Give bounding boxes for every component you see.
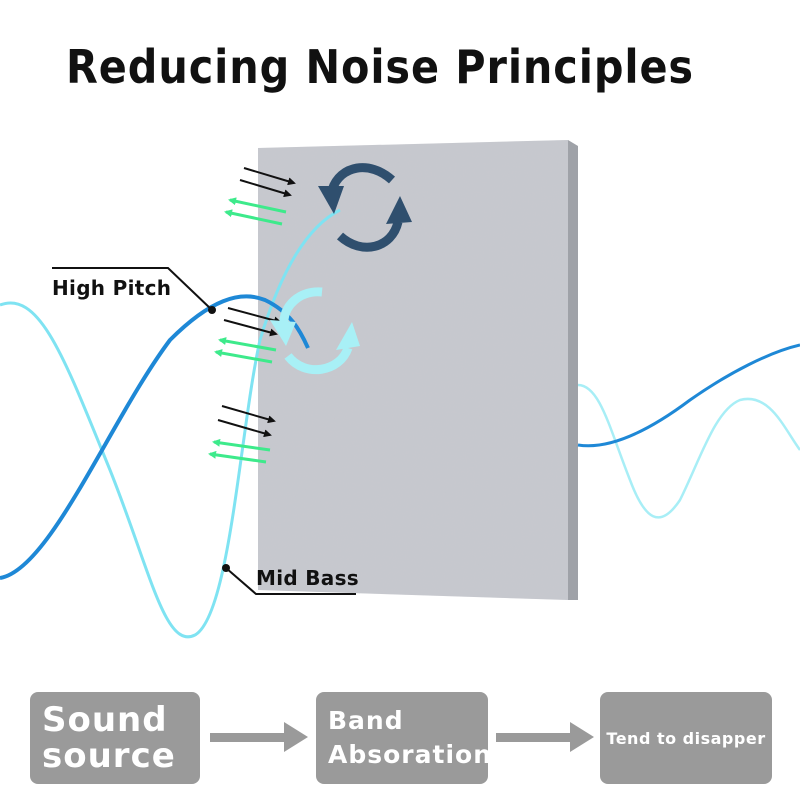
high-pitch-leader <box>52 267 213 311</box>
step-tend-to-disappear: Tend to disapper <box>600 692 772 784</box>
step-sound-source: Sound source <box>30 692 200 784</box>
step-label: Band Absoration <box>328 706 492 769</box>
mid-bass-leader <box>225 567 356 595</box>
high-pitch-wave-exit <box>577 343 800 448</box>
circular-arrows-icon <box>270 287 360 375</box>
high-pitch-label: High Pitch <box>52 276 172 300</box>
right-arrow-icon <box>496 722 594 752</box>
incoming-arrows-middle <box>223 307 282 337</box>
right-arrow-icon <box>210 722 308 752</box>
incoming-arrows-bottom <box>217 405 276 438</box>
mid-bass-wave-exit <box>577 383 800 519</box>
step-band-absorption: Band Absoration <box>316 692 491 784</box>
reflected-arrows-bottom <box>208 438 271 464</box>
incoming-arrows-top <box>239 167 296 198</box>
mid-bass-label: Mid Bass <box>256 566 359 590</box>
reflected-arrows-top <box>224 197 287 226</box>
high-pitch-marker <box>208 306 216 314</box>
reflected-arrows-middle <box>214 337 277 364</box>
page-title: Reducing Noise Principles <box>66 40 694 94</box>
mid-bass-marker <box>222 564 230 572</box>
acoustic-panel <box>258 140 578 600</box>
step-label: Tend to disapper <box>606 728 766 748</box>
step-label: Sound source <box>42 700 176 776</box>
circular-arrows-icon <box>318 163 412 252</box>
mid-bass-wave <box>0 208 341 639</box>
